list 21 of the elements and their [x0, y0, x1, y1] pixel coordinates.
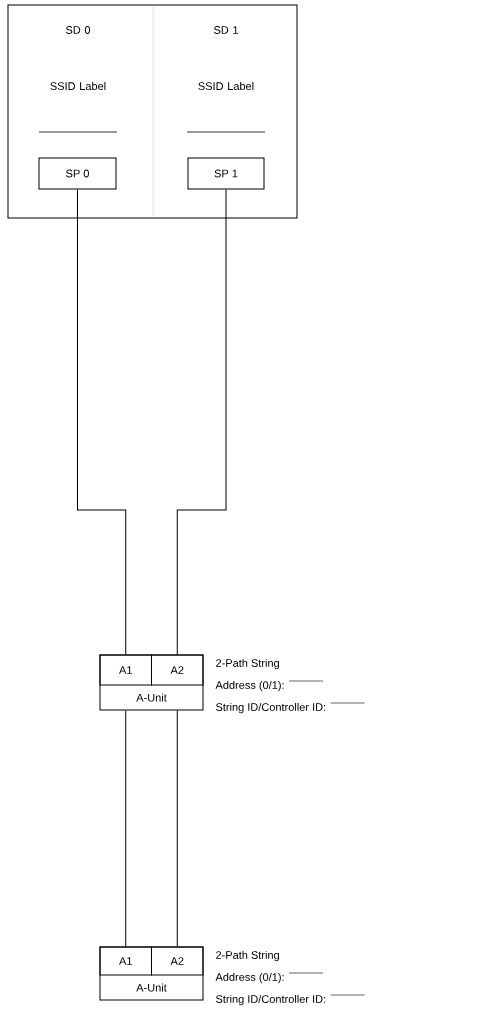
- note-text: 2-Path String: [216, 950, 279, 962]
- note-text: Address (0/1):: [215, 972, 284, 984]
- port-box: SP 1: [187, 157, 265, 190]
- connector-line: [125, 710, 127, 947]
- port-cell: A2: [151, 654, 204, 686]
- ssid-label: SSID Label: [198, 81, 254, 91]
- port-cell: A1: [99, 654, 152, 686]
- device-label: SD 0: [65, 26, 91, 34]
- note-text: String ID/Controller ID:: [216, 702, 326, 714]
- note-text: 2-Path String: [216, 658, 279, 670]
- device-label: SD 1: [213, 26, 238, 34]
- connector-line: [176, 710, 178, 947]
- device-box: [7, 4, 298, 219]
- note-text: String ID/Controller ID:: [216, 994, 326, 1006]
- port-cell: A1: [99, 946, 152, 976]
- connector-line: [77, 189, 127, 655]
- connector-line: [176, 189, 227, 655]
- port-cell: A2: [151, 946, 204, 976]
- ssid-label: SSID Label: [50, 81, 106, 91]
- note-text: Address (0/1):: [215, 680, 284, 692]
- port-box: SP 0: [38, 157, 117, 190]
